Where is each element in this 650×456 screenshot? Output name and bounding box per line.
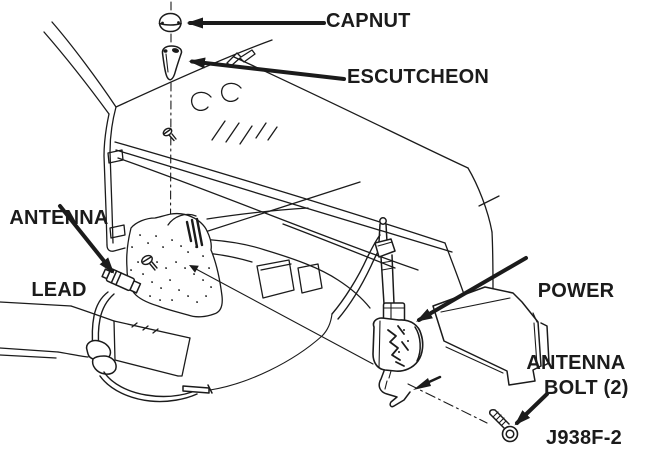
label-power-antenna-line1: POWER xyxy=(537,280,615,302)
shield-screw xyxy=(141,254,158,271)
label-antenna-lead: ANTENNA LEAD xyxy=(4,158,114,326)
antenna-lead-arrow xyxy=(58,204,115,274)
splash-shield xyxy=(126,212,223,318)
bracket-pointer xyxy=(413,378,431,390)
label-capnut: CAPNUT xyxy=(326,10,411,32)
label-antenna-lead-line2: LEAD xyxy=(31,279,87,301)
callout-arrows xyxy=(58,17,549,426)
mounting-bracket xyxy=(378,370,411,408)
power-antenna-assembly xyxy=(372,217,442,408)
rocker-panel xyxy=(432,286,550,386)
label-power-antenna: POWER ANTENNA xyxy=(521,231,631,399)
motor-drum xyxy=(372,317,424,372)
escutcheon-part xyxy=(161,45,183,81)
stipple-dots xyxy=(130,234,212,303)
label-escutcheon: ESCUTCHEON xyxy=(347,66,490,88)
lead-tip xyxy=(182,385,210,394)
label-antenna-lead-line1: ANTENNA xyxy=(9,207,109,229)
label-power-antenna-line2: ANTENNA xyxy=(526,352,626,374)
grommet xyxy=(85,339,117,375)
capnut-part xyxy=(158,12,182,33)
power-antenna-arrow xyxy=(415,256,528,322)
cowl-stud xyxy=(162,127,177,142)
cowl-vent-details xyxy=(191,82,278,145)
assembly-axis-lines xyxy=(189,265,488,424)
bolt-arrow xyxy=(514,392,549,426)
figure-code: J938F-2 xyxy=(546,427,622,449)
centerline xyxy=(169,1,172,231)
escutcheon-arrow xyxy=(188,57,346,81)
bolt-part xyxy=(489,409,519,443)
motor-detail xyxy=(387,325,409,367)
label-bolt: BOLT (2) xyxy=(544,377,629,399)
